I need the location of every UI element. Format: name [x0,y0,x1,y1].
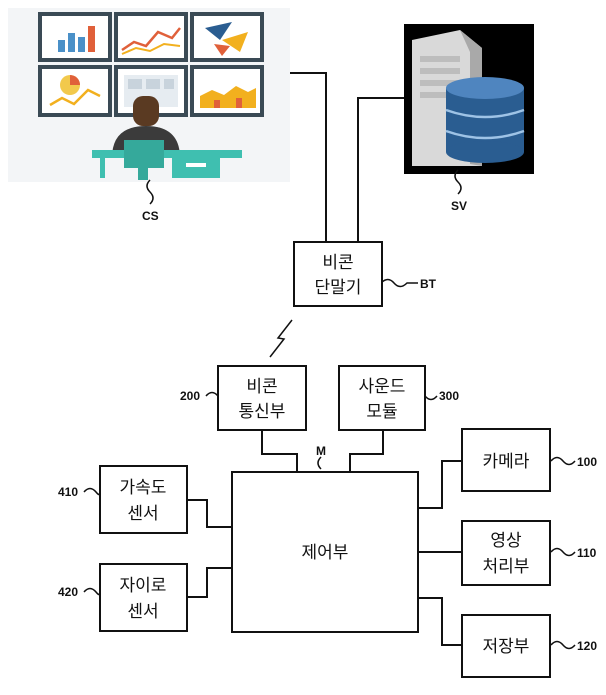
gyro-sensor-box: 자이로 센서 [99,563,188,632]
image-processor-box: 영상 처리부 [461,520,551,586]
storage-box: 저장부 [461,614,551,678]
sound-ref: 300 [439,389,459,403]
beacon-terminal-label-2: 단말기 [315,278,362,298]
sound-module-box: 사운드 모듈 [338,365,426,431]
server-database-icon [404,24,534,174]
image-processor-label-2: 처리부 [483,557,530,577]
accel-ref: 410 [58,485,78,499]
control-unit-label: 제어부 [302,543,349,563]
accel-sensor-box: 가속도 센서 [99,465,188,534]
gyro-ref: 420 [58,585,78,599]
beacon-terminal-box: 비콘 단말기 [293,241,383,307]
lightning-signal-icon [269,319,293,358]
desk [92,140,242,180]
storage-label: 저장부 [483,637,530,657]
beacon-terminal-label-1: 비콘 [322,253,353,273]
cs-ref: CS [142,209,159,223]
gyro-sensor-label-2: 센서 [127,602,158,622]
camera-ref: 100 [577,455,597,469]
connection-lines [187,72,462,646]
bt-ref: BT [420,277,437,291]
beacon-comm-label-2: 통신부 [239,402,286,422]
monitor-wall [38,12,264,117]
control-unit-box: 제어부 [231,471,419,633]
sound-module-label-1: 사운드 [359,377,406,397]
beacon-comm-ref: 200 [180,389,200,403]
gyro-sensor-label-1: 자이로 [120,576,167,596]
monitoring-station-icon [8,8,290,182]
sound-module-label-2: 모듈 [366,402,397,422]
camera-box: 카메라 [461,428,551,492]
sv-ref: SV [451,199,467,213]
bus-ref: M [316,444,326,458]
image-processor-label-1: 영상 [490,531,522,551]
beacon-comm-label-1: 비콘 [246,377,277,397]
accel-sensor-label-1: 가속도 [120,478,167,498]
accel-sensor-label-2: 센서 [127,504,158,524]
image-processor-ref: 110 [577,546,597,560]
storage-ref: 120 [577,639,597,653]
camera-label: 카메라 [483,452,530,472]
beacon-comm-box: 비콘 통신부 [217,365,307,431]
